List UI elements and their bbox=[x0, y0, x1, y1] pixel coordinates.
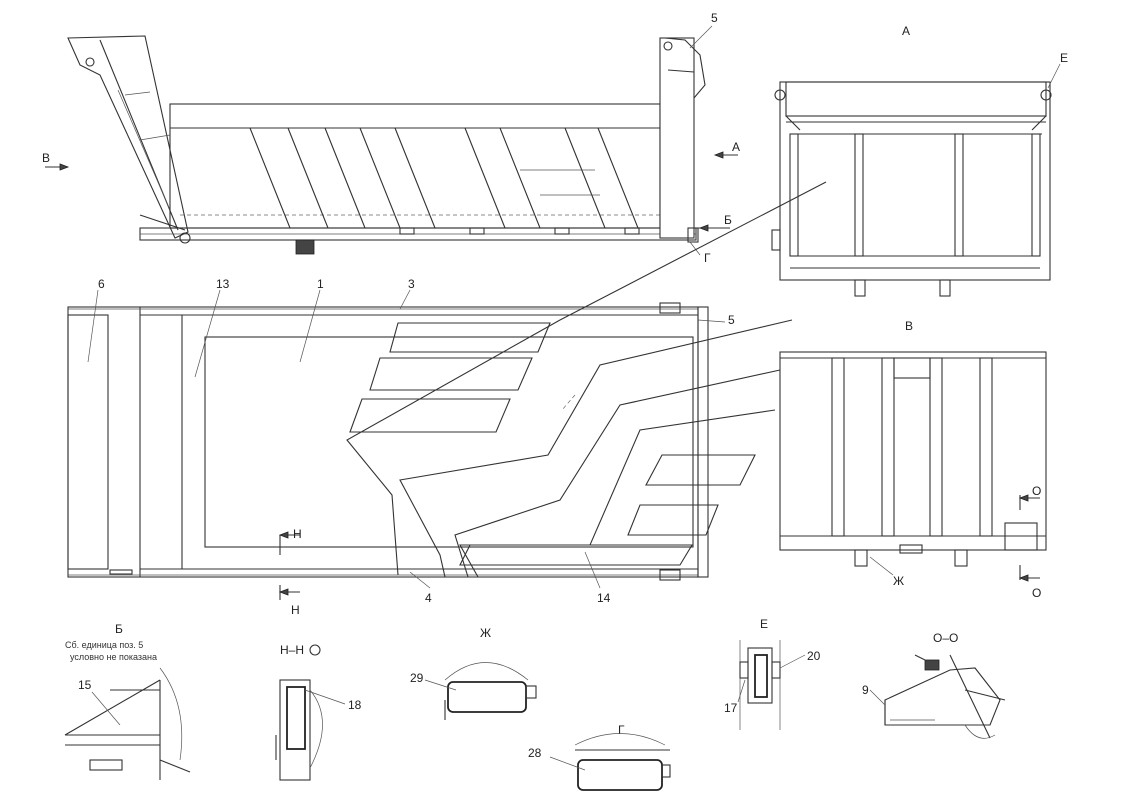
view-arrow-a: А bbox=[713, 140, 740, 159]
callout-5-mid: 5 bbox=[697, 313, 735, 327]
detail-b: Б Сб. единица поз. 5 условно не показана… bbox=[64, 622, 191, 780]
detail-oo-title: О–О bbox=[933, 631, 958, 645]
section-marker-n-upper: Н bbox=[278, 527, 302, 555]
detail-zh: Ж 29 bbox=[410, 626, 537, 720]
detail-b-title: Б bbox=[115, 622, 123, 636]
callout-e: Е bbox=[1047, 51, 1068, 89]
pos5-mid-label: 5 bbox=[728, 313, 735, 327]
detail-e: Е 20 17 bbox=[724, 617, 821, 730]
section-marker-o-lower: О bbox=[1018, 565, 1041, 600]
pos15-label: 15 bbox=[78, 678, 92, 692]
pos20-label: 20 bbox=[807, 649, 821, 663]
detail-g: Г 28 bbox=[528, 723, 671, 791]
callout-14: 14 bbox=[584, 551, 611, 605]
pos18-label: 18 bbox=[348, 698, 362, 712]
zh-label: Ж bbox=[893, 574, 904, 588]
o-upper-label: О bbox=[1032, 484, 1041, 498]
n-upper-label: Н bbox=[293, 527, 302, 541]
detail-e-title: Е bbox=[760, 617, 768, 631]
pos17-label: 17 bbox=[724, 701, 738, 715]
pos3-label: 3 bbox=[408, 277, 415, 291]
g-label: Г bbox=[704, 251, 711, 265]
detail-b-note-line1: Сб. единица поз. 5 bbox=[65, 640, 143, 650]
view-arrow-v: В bbox=[42, 151, 70, 171]
section-marker-n-lower: Н bbox=[278, 585, 300, 617]
view-a-title: А bbox=[902, 24, 910, 38]
pos14-label: 14 bbox=[597, 591, 611, 605]
arrow-a-label: А bbox=[732, 140, 740, 154]
detail-oo: О–О 9 bbox=[862, 631, 1006, 739]
rear-view-a: А bbox=[771, 24, 1052, 297]
plan-view bbox=[67, 181, 827, 581]
detail-nn: Н–Н 18 bbox=[275, 643, 362, 781]
view-arrow-b: Б bbox=[696, 213, 732, 232]
pos9-label: 9 bbox=[862, 683, 869, 697]
callout-13: 13 bbox=[194, 277, 230, 378]
pos29-label: 29 bbox=[410, 671, 424, 685]
detail-b-note-line2: условно не показана bbox=[70, 652, 157, 662]
callout-5-top: 5 bbox=[689, 11, 718, 49]
side-view bbox=[67, 35, 706, 255]
detail-g-title: Г bbox=[618, 723, 625, 737]
callout-1: 1 bbox=[299, 277, 324, 363]
pos5-top-label: 5 bbox=[711, 11, 718, 25]
callout-4: 4 bbox=[409, 571, 432, 605]
detail-nn-title: Н–Н bbox=[280, 643, 304, 657]
detail-zh-title: Ж bbox=[480, 626, 491, 640]
bottom-view-v: В bbox=[779, 319, 1047, 567]
pos6-label: 6 bbox=[98, 277, 105, 291]
callout-3: 3 bbox=[399, 277, 415, 310]
pos4-label: 4 bbox=[425, 591, 432, 605]
arrow-v-label: В bbox=[42, 151, 50, 165]
callout-g: Г bbox=[689, 241, 711, 265]
e-label: Е bbox=[1060, 51, 1068, 65]
section-marker-o-upper: О bbox=[1018, 484, 1041, 510]
callout-6: 6 bbox=[87, 277, 105, 363]
pos13-label: 13 bbox=[216, 277, 230, 291]
pos1-label: 1 bbox=[317, 277, 324, 291]
arrow-b-label: Б bbox=[724, 213, 732, 227]
callout-zh: Ж bbox=[869, 556, 904, 588]
n-lower-label: Н bbox=[291, 603, 300, 617]
view-v-title: В bbox=[905, 319, 913, 333]
o-lower-label: О bbox=[1032, 586, 1041, 600]
pos28-label: 28 bbox=[528, 746, 542, 760]
